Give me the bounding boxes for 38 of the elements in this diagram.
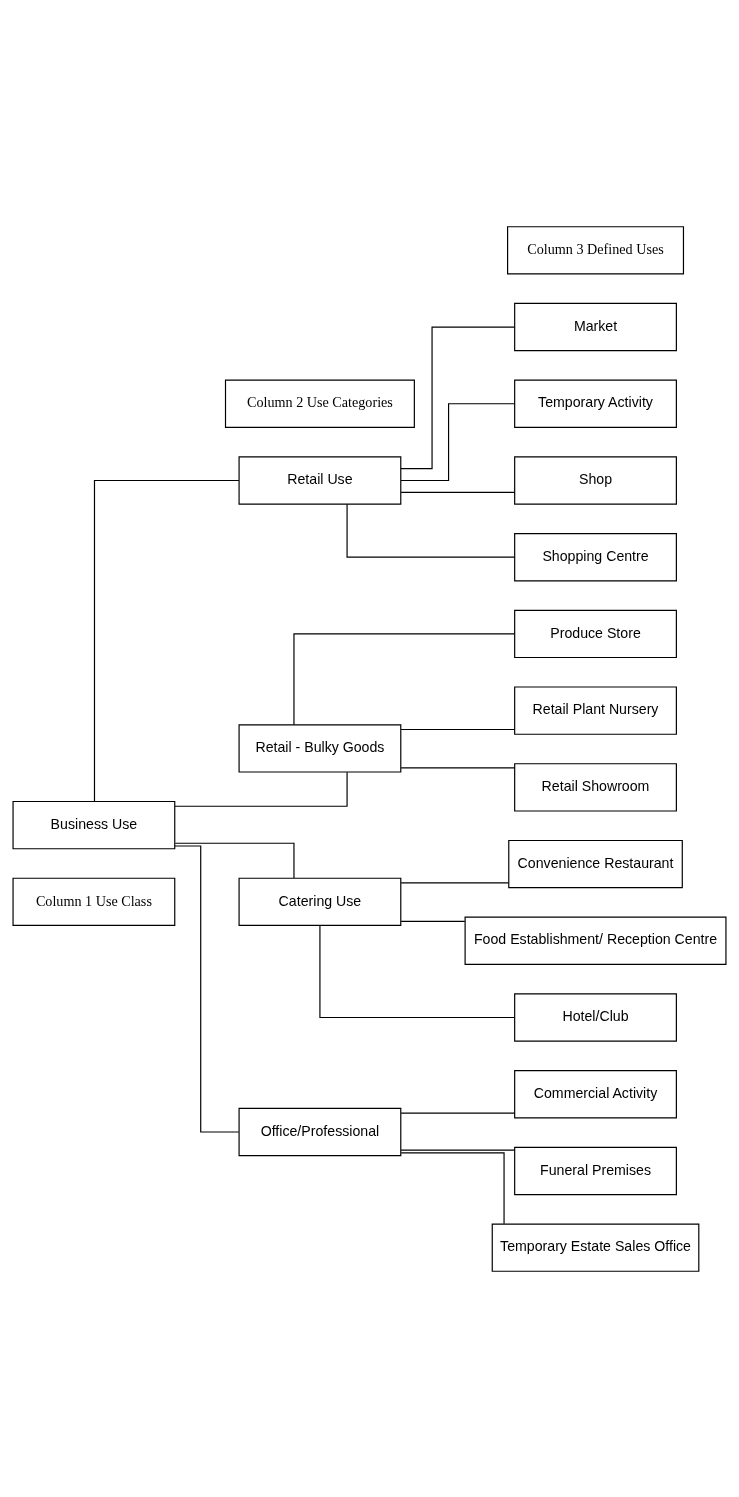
connector <box>174 842 295 879</box>
connector <box>319 924 515 1018</box>
node-box: Retail Showroom <box>514 762 677 812</box>
node-box: Retail - Bulky Goods <box>238 723 402 773</box>
node-box: Temporary Estate Sales Office <box>491 1223 700 1272</box>
connector <box>400 1149 515 1151</box>
node-box: Column 3 Defined Uses <box>507 225 685 274</box>
node-box: Shopping Centre <box>514 532 677 581</box>
node-box: Catering Use <box>238 877 402 926</box>
connector <box>400 491 515 493</box>
connector <box>400 728 515 730</box>
connector <box>174 771 348 807</box>
node-box: Office/Professional <box>238 1107 402 1156</box>
node-box: Shop <box>514 455 677 505</box>
connector <box>174 844 240 1133</box>
node-box: Business Use <box>12 800 176 849</box>
node-box: Hotel/Club <box>514 992 677 1042</box>
connector <box>400 325 515 469</box>
connector <box>293 632 515 725</box>
connector <box>400 766 515 768</box>
connector <box>400 1151 505 1224</box>
node-box: Commercial Activity <box>514 1069 677 1118</box>
node-box: Convenience Restaurant <box>508 839 683 888</box>
node-box: Column 1 Use Class <box>12 877 176 926</box>
node-box: Retail Use <box>238 455 402 505</box>
connector <box>400 920 466 922</box>
connector <box>93 479 240 802</box>
node-box: Temporary Activity <box>514 379 677 428</box>
node-box: Funeral Premises <box>514 1146 677 1195</box>
node-box: Column 2 Use Categories <box>224 379 415 428</box>
connector <box>346 503 516 558</box>
node-box: Market <box>514 302 677 351</box>
node-box: Retail Plant Nursery <box>514 685 677 735</box>
connector <box>400 1112 515 1114</box>
connector <box>400 881 510 884</box>
connector <box>400 402 515 481</box>
node-box: Food Establishment/ Reception Centre <box>464 916 727 965</box>
node-box: Produce Store <box>514 609 677 658</box>
